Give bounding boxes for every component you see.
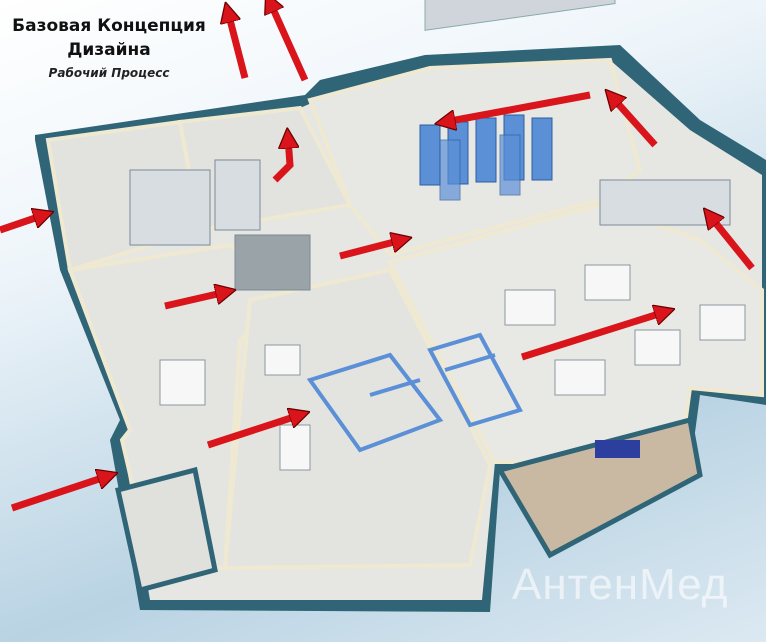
arrow-icon — [206, 415, 300, 449]
room-office — [496, 416, 703, 559]
washing-stations — [306, 332, 523, 453]
arrow-icon — [10, 476, 108, 512]
title-line-2: Дизайна — [67, 40, 151, 60]
arrow-icon — [710, 216, 755, 271]
arrow-icon — [164, 292, 226, 310]
workflow-arrows — [0, 2, 755, 512]
arrow-icon — [228, 12, 249, 79]
title-line-1: Базовая Концепция — [12, 16, 206, 36]
page-title: Базовая Концепция Дизайна — [0, 14, 218, 62]
room-small-storage — [115, 466, 218, 594]
arrow-icon — [0, 215, 44, 234]
blue-storage-bins — [595, 440, 640, 458]
watermark: АнтенМед — [512, 560, 729, 609]
washer-disinfectors — [129, 159, 731, 291]
arrow-icon — [612, 97, 658, 148]
arrow-icon — [339, 240, 402, 260]
workstations — [159, 264, 746, 471]
arrow-icon — [445, 91, 591, 122]
page-subtitle: Рабочий Процесс — [48, 66, 170, 80]
arrow-icon — [272, 138, 290, 183]
arrow-icon — [270, 2, 309, 82]
sterile-racks — [419, 114, 553, 201]
shelving-unit — [424, 0, 616, 31]
arrow-icon — [520, 312, 665, 361]
